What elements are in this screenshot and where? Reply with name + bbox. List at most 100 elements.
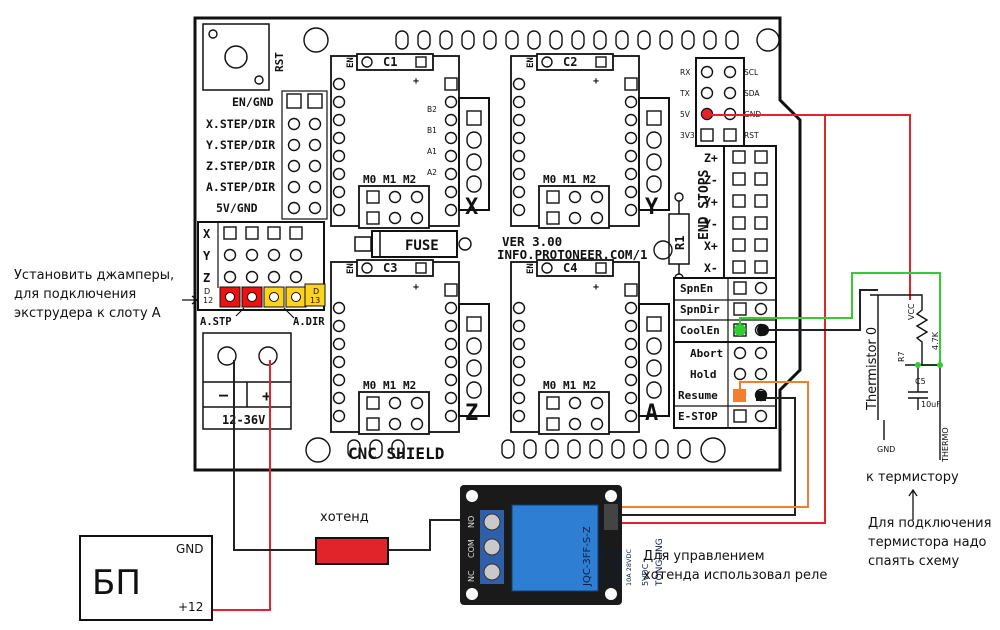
i2c-pin [700, 65, 714, 79]
microstep-label: M0 [543, 173, 556, 186]
driver-pin [624, 95, 638, 109]
driver-pin [512, 373, 526, 387]
control-label: Resume [678, 389, 718, 402]
driver-pin [512, 355, 526, 369]
relay-body-print: JQC-3FF-S-Z 10A 250VAC 10A 125VAC 10A 30… [582, 526, 665, 587]
motor-pin [466, 131, 482, 149]
i2c-pin [723, 86, 737, 100]
motor-pin [466, 175, 482, 193]
pin-square [245, 226, 259, 240]
coil-label: B1 [427, 126, 437, 135]
driver-pin [624, 301, 638, 315]
relay-pin-header [604, 504, 618, 530]
fuse[interactable] [371, 230, 458, 258]
header-hole [571, 30, 585, 50]
coil-label: A2 [427, 168, 437, 177]
microstep-pin [366, 396, 380, 410]
d13-background [304, 283, 326, 307]
driver-pin [332, 319, 346, 333]
reset-button-body[interactable] [202, 23, 270, 91]
microstep-label: M2 [583, 379, 596, 392]
pin-square [286, 93, 302, 109]
motor-pin [646, 153, 662, 171]
spindle-label: CoolEn [680, 324, 720, 337]
cap-plus: + [593, 282, 599, 293]
i2c-right-label: RST [744, 131, 759, 140]
gnd-wire-psu [233, 360, 315, 551]
coolen-pin-dark[interactable] [757, 324, 769, 336]
driver-pin [444, 373, 458, 387]
pin-round [287, 201, 301, 215]
i2c-pin [700, 128, 714, 142]
cap-pad [415, 56, 427, 68]
driver-pin [444, 391, 458, 405]
end-stop-pin [732, 172, 746, 186]
i2c-right-label: SDA [744, 89, 760, 98]
c5-capacitor [905, 364, 940, 410]
relay-screw-nc [483, 563, 501, 581]
header-hole [439, 30, 453, 50]
driver-pin [332, 95, 346, 109]
motor-pin [466, 153, 482, 171]
pin-header-frame [281, 90, 328, 220]
version-label: VER 3.00 [502, 234, 562, 249]
driver-pin [512, 185, 526, 199]
5v-pin-highlight[interactable] [702, 109, 712, 119]
driver-pin [624, 355, 638, 369]
power-plus-label: + [262, 387, 271, 405]
header-hole [461, 30, 475, 50]
microstep-pin [568, 211, 582, 225]
end-stop-pin [732, 260, 746, 274]
header-hole [681, 30, 695, 50]
end-stop-pin [732, 216, 746, 230]
r1-pad [674, 192, 684, 202]
driver-pin [512, 337, 526, 351]
motor-pin [646, 131, 662, 149]
coolen-pin-green[interactable] [734, 324, 746, 336]
microstep-label: M2 [583, 173, 596, 186]
cap-header [356, 53, 434, 71]
relay-rating-4: 10A 28VDC [625, 548, 633, 586]
microstep-pin [410, 190, 424, 204]
step-dir-labels: X.STEP/DIRY.STEP/DIRZ.STEP/DIRA.STEP/DIR… [206, 117, 275, 215]
microstep-pin [590, 417, 604, 431]
fuse-label: FUSE [405, 238, 439, 254]
cap-pad [361, 262, 373, 274]
header-hole [545, 439, 559, 459]
relay-nc-label: NC [467, 570, 476, 582]
reset-button[interactable] [224, 45, 248, 69]
resume-pin-dark[interactable] [756, 391, 766, 401]
jumper-row-label: Z [203, 271, 210, 285]
site-label: INFO.PROTONEER.COM/1 [497, 247, 648, 262]
power-minus-label: — [219, 386, 229, 404]
spindle-pin [754, 302, 768, 316]
control-header-block: Z+Z-Y+Y-X+X-SpnEnSpnDirCoolEnAbortHoldRe… [673, 145, 777, 429]
power-screw-minus[interactable] [217, 346, 237, 366]
driver-pin [624, 131, 638, 145]
resume-pin-orange[interactable] [733, 389, 746, 402]
power-screw-plus[interactable] [258, 346, 278, 366]
motor-pin [646, 316, 662, 332]
driver-pin [332, 131, 346, 145]
end-stop-pin [732, 194, 746, 208]
cap-header [536, 259, 614, 277]
microstep-pin [388, 211, 402, 225]
header-hole [655, 439, 669, 459]
pin-round [245, 248, 259, 262]
relay-rating-2: 10A 125VAC [607, 545, 615, 586]
relay-rating-3: 10A 30VDC [616, 548, 624, 586]
header-hole [369, 439, 383, 459]
pin-round [223, 270, 237, 284]
driver-pin [624, 185, 638, 199]
driver-pin [444, 185, 458, 199]
driver-pin-square [444, 77, 458, 91]
axis-label: Z [465, 401, 478, 426]
i2c-left-label: TX [679, 89, 690, 98]
driver-pin [512, 95, 526, 109]
header-hole [549, 30, 563, 50]
microstep-pin [388, 190, 402, 204]
pin-round [287, 180, 301, 194]
power-terminal[interactable] [202, 332, 292, 430]
relay-rating-1: 10A 250VAC [598, 545, 606, 586]
